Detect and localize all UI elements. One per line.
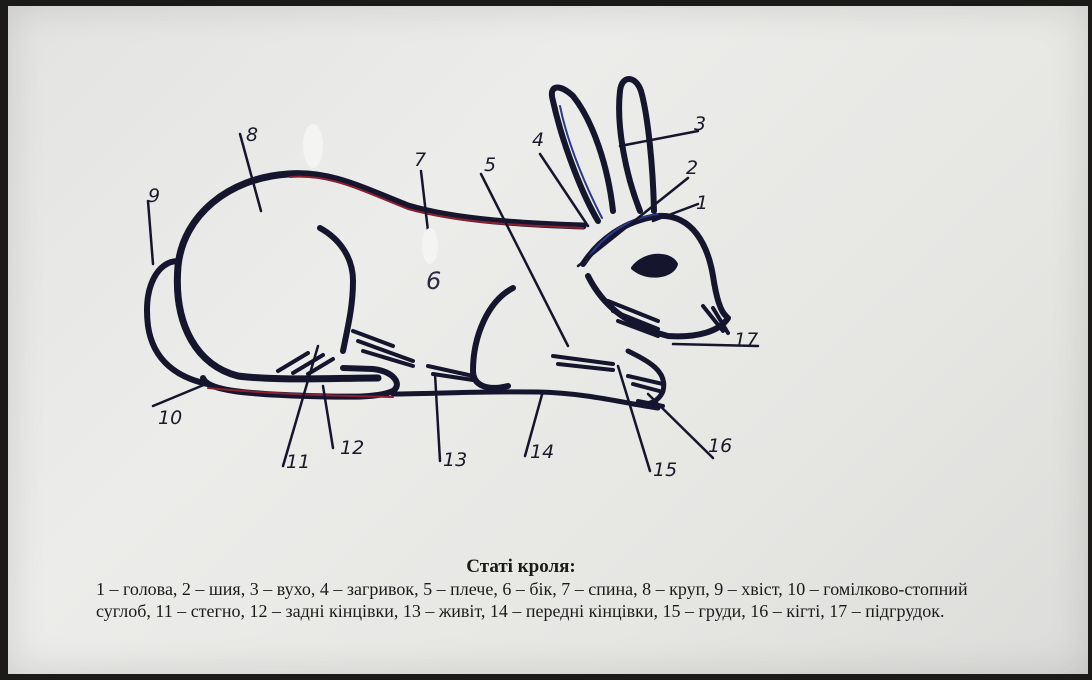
label-6: 6 <box>426 267 441 295</box>
label-4: 4 <box>532 129 544 151</box>
label-10: 10 <box>158 407 182 429</box>
label-7: 7 <box>414 149 426 171</box>
label-13: 13 <box>443 449 467 471</box>
caption: Статі кроля: 1 – голова, 2 – шия, 3 – ву… <box>96 556 996 622</box>
label-5: 5 <box>484 154 496 176</box>
caption-legend: 1 – голова, 2 – шия, 3 – вухо, 4 – загри… <box>96 578 996 622</box>
label-17: 17 <box>734 329 758 351</box>
rabbit-belly-line <box>393 392 658 408</box>
label-9: 9 <box>148 185 160 207</box>
rabbit-thigh-line <box>320 228 353 351</box>
label-12: 12 <box>340 437 364 459</box>
label-16: 16 <box>708 435 732 457</box>
label-14: 14 <box>530 441 554 463</box>
label-2: 2 <box>686 157 698 179</box>
label-3: 3 <box>694 113 706 135</box>
rabbit-eye <box>633 256 676 276</box>
rabbit-front-leg <box>473 288 513 388</box>
paper-sheet: 1 2 3 4 5 6 7 8 9 10 11 12 13 14 15 16 1… <box>8 6 1088 674</box>
rabbit-ear-blue <box>560 106 602 218</box>
label-11: 11 <box>286 451 310 473</box>
label-1: 1 <box>696 192 708 214</box>
label-8: 8 <box>246 124 258 146</box>
caption-title: Статі кроля: <box>46 556 996 578</box>
label-15: 15 <box>653 459 677 481</box>
rabbit-back-red <box>290 177 583 228</box>
